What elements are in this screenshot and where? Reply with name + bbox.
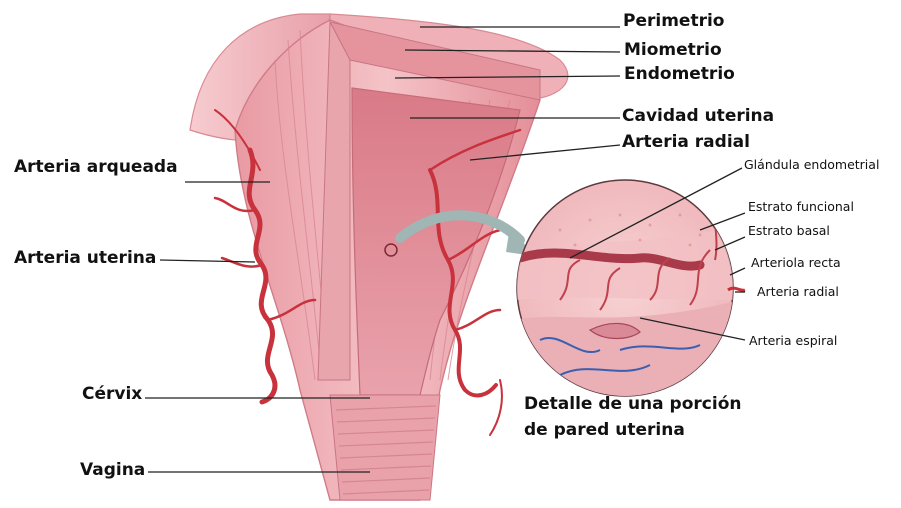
uterus-illustration (190, 14, 568, 500)
label-cavidad-uterina: Cavidad uterina (622, 108, 774, 125)
caption-line-1: Detalle de una porción (524, 392, 741, 418)
detail-circle (515, 180, 745, 400)
label-arteriola-recta: Arteriola recta (751, 257, 841, 270)
label-arteria-radial: Arteria radial (622, 134, 750, 151)
label-estrato-funcional: Estrato funcional (748, 201, 854, 214)
label-miometrio: Miometrio (624, 42, 722, 59)
detail-caption: Detalle de una porción de pared uterina (524, 392, 741, 443)
label-arteria-espiral: Arteria espiral (749, 335, 837, 348)
label-perimetrio: Perimetrio (623, 13, 724, 30)
label-arteria-radial-detalle: Arteria radial (757, 286, 839, 299)
label-arteria-arqueada: Arteria arqueada (14, 159, 178, 176)
label-estrato-basal: Estrato basal (748, 225, 830, 238)
caption-line-2: de pared uterina (524, 418, 741, 444)
label-arteria-uterina: Arteria uterina (14, 250, 156, 267)
label-glandula-endometrial: Glándula endometrial (744, 159, 879, 172)
label-vagina: Vagina (80, 462, 145, 479)
label-cervix: Cérvix (82, 386, 142, 403)
label-endometrio: Endometrio (624, 66, 735, 83)
